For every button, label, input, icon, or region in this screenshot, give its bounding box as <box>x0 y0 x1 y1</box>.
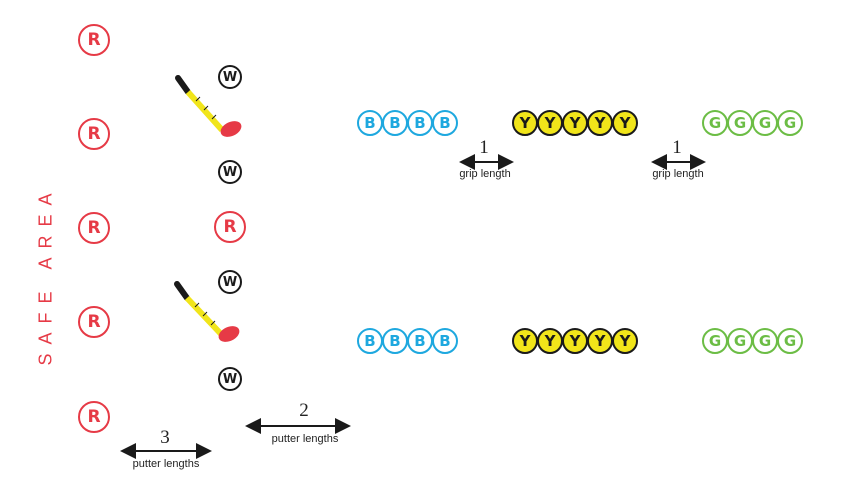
green-ball: G <box>727 110 753 136</box>
blue-ball: B <box>432 328 458 354</box>
white-ball: W <box>218 270 242 294</box>
putter-gap-caption: putter lengths <box>132 458 200 470</box>
red-ball: R <box>78 401 110 433</box>
blue-ball: B <box>357 110 383 136</box>
blue-ball-group: B B B B <box>357 328 458 354</box>
yellow-ball: Y <box>512 328 538 354</box>
blue-ball: B <box>407 328 433 354</box>
green-ball: G <box>702 328 728 354</box>
blue-ball: B <box>407 110 433 136</box>
red-ball: R <box>78 306 110 338</box>
yellow-ball: Y <box>612 110 638 136</box>
red-ball: R <box>78 212 110 244</box>
white-ball: W <box>218 65 242 89</box>
putter-icon <box>175 75 242 137</box>
red-ball: R <box>78 24 110 56</box>
yellow-ball: Y <box>562 110 588 136</box>
green-ball: G <box>752 110 778 136</box>
putter-gap-value: 2 <box>299 400 309 421</box>
white-ball: W <box>218 367 242 391</box>
green-ball-group: G G G G <box>702 328 803 354</box>
blue-ball-group: B B B B <box>357 110 458 136</box>
blue-ball: B <box>432 110 458 136</box>
putter-gap-caption: putter lengths <box>271 433 339 445</box>
grip-gap-value: 1 <box>479 137 489 158</box>
green-ball-group: G G G G <box>702 110 803 136</box>
green-ball: G <box>752 328 778 354</box>
putter-icon <box>174 281 240 342</box>
white-ball: W <box>218 160 242 184</box>
yellow-ball-group: Y Y Y Y Y <box>512 110 638 136</box>
yellow-ball-group: Y Y Y Y Y <box>512 328 638 354</box>
red-ball: R <box>78 118 110 150</box>
putter-gap-value: 3 <box>160 427 170 448</box>
green-ball: G <box>702 110 728 136</box>
green-ball: G <box>777 110 803 136</box>
red-ball: R <box>214 211 246 243</box>
grip-gap-caption: grip length <box>459 168 511 180</box>
grip-gap-value: 1 <box>672 137 682 158</box>
yellow-ball: Y <box>612 328 638 354</box>
green-ball: G <box>777 328 803 354</box>
grip-gap-caption: grip length <box>652 168 704 180</box>
blue-ball: B <box>382 328 408 354</box>
